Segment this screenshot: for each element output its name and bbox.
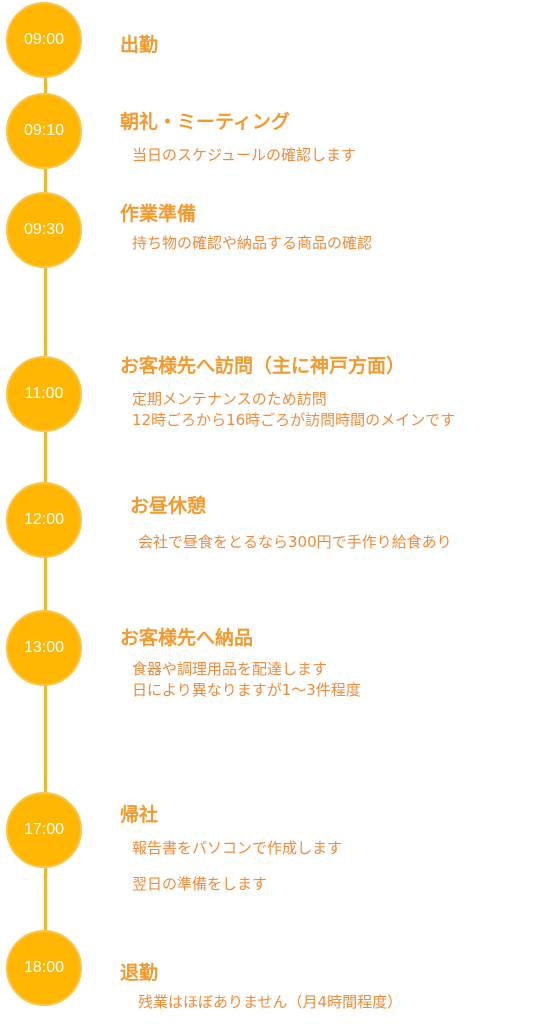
time-circle-1100: 11:00 [6,356,82,432]
item-desc-1700-line2: 翌日の準備をします [132,875,268,893]
item-title-1700: 帰社 [120,804,159,826]
item-desc-0910-line1: 当日のスケジュールの確認します [132,146,356,164]
item-title-1800: 退勤 [120,962,159,984]
item-title-1200: お昼休憩 [130,495,207,517]
item-desc-1800-line1: 残業はほぼありません（月4時間程度） [138,993,403,1011]
item-desc-0930-line1: 持ち物の確認や納品する商品の確認 [132,234,373,252]
time-circle-0930: 09:30 [6,192,82,268]
item-desc-1100-line2: 12時ごろから16時ごろが訪問時間のメインです [132,411,456,429]
item-title-1300: お客様先へ納品 [120,627,254,649]
item-desc-1300-line1: 食器や調理用品を配達します [132,660,328,678]
time-circle-0910: 09:10 [6,93,82,169]
time-circle-1800: 18:00 [6,930,82,1006]
item-title-1100: お客様先へ訪問（主に神戸方面） [120,355,406,377]
item-title-0930: 作業準備 [120,203,197,225]
time-circle-0900: 09:00 [6,2,82,78]
item-title-0900: 出勤 [120,34,159,56]
time-circle-1300: 13:00 [6,610,82,686]
item-desc-1700-line1: 報告書をパソコンで作成します [132,839,343,857]
time-circle-1200: 12:00 [6,482,82,558]
time-circle-1700: 17:00 [6,792,82,868]
item-title-0910: 朝礼・ミーティング [120,111,290,133]
item-desc-1300-line2: 日により異なりますが1～3件程度 [132,681,361,699]
item-desc-1200-line1: 会社で昼食をとるなら300円で手作り給食あり [138,533,452,551]
item-desc-1100-line1: 定期メンテナンスのため訪問 [132,390,327,408]
